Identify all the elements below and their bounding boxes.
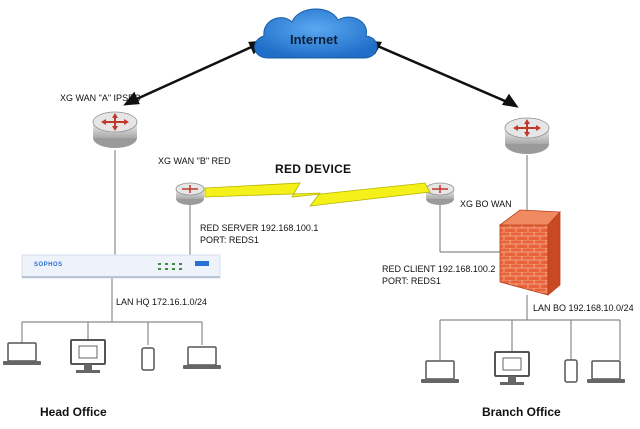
firewall-icon bbox=[498, 209, 561, 296]
router-icon bbox=[425, 182, 455, 205]
lightning-bolt-icon bbox=[204, 182, 431, 207]
laptop-icon bbox=[421, 360, 459, 383]
red-server-port: PORT: REDS1 bbox=[200, 235, 259, 245]
red-client-port: PORT: REDS1 bbox=[382, 276, 441, 286]
head-office-label: Head Office bbox=[40, 405, 107, 419]
connection-lines bbox=[21, 150, 621, 362]
red-device-label: RED DEVICE bbox=[275, 162, 352, 176]
router-icon bbox=[175, 182, 205, 205]
desktop-icon bbox=[70, 339, 106, 373]
router-label-wan-a: XG WAN "A" IPSEC bbox=[60, 93, 141, 103]
laptop-icon bbox=[587, 360, 625, 383]
lan-bo-label: LAN BO 192.168.10.0/24 bbox=[533, 303, 634, 313]
appliance-brand: SOPHOS bbox=[34, 262, 63, 268]
router-icon bbox=[504, 117, 550, 154]
lan-hq-label: LAN HQ 172.16.1.0/24 bbox=[116, 297, 208, 307]
cloud-icon bbox=[254, 8, 378, 59]
router-label-bo-wan: XG BO WAN bbox=[460, 199, 512, 209]
router-icon bbox=[92, 111, 138, 148]
cloud-label: Internet bbox=[290, 32, 338, 47]
router-label-wan-b: XG WAN "B" RED bbox=[158, 156, 231, 166]
red-server-ip: RED SERVER 192.168.100.1 bbox=[200, 223, 319, 233]
laptop-icon bbox=[3, 342, 41, 365]
switch-appliance-icon bbox=[21, 254, 221, 279]
phone-icon bbox=[141, 347, 155, 371]
phone-icon bbox=[564, 359, 578, 383]
laptop-icon bbox=[183, 346, 221, 369]
branch-office-label: Branch Office bbox=[482, 405, 561, 419]
red-client-ip: RED CLIENT 192.168.100.2 bbox=[382, 264, 496, 274]
desktop-icon bbox=[494, 351, 530, 385]
